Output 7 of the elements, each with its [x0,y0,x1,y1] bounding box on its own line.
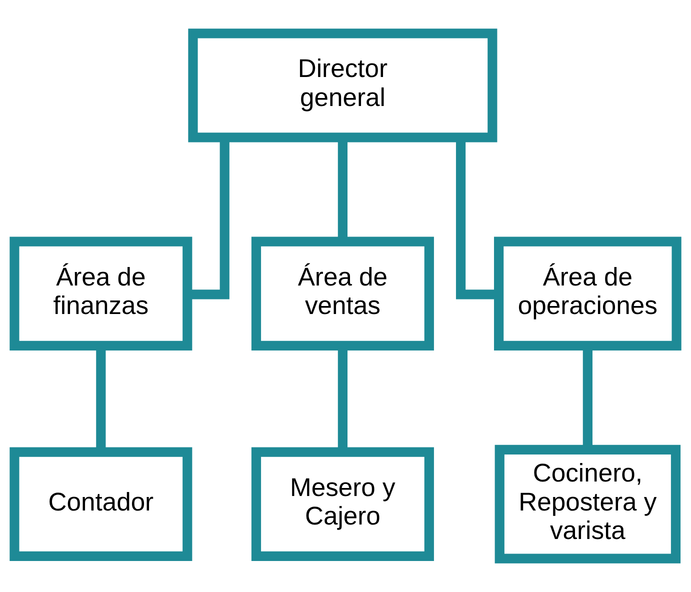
node-box: Contador [10,447,192,561]
node-box: Área de ventas [251,236,434,350]
node-box: Director general [188,28,498,142]
node-box: Mesero y Cajero [251,447,434,561]
node-box: Cocinero, Repostera y varista [494,444,681,564]
node-box: Área de finanzas [10,236,192,350]
node-box: Área de operaciones [494,236,682,350]
